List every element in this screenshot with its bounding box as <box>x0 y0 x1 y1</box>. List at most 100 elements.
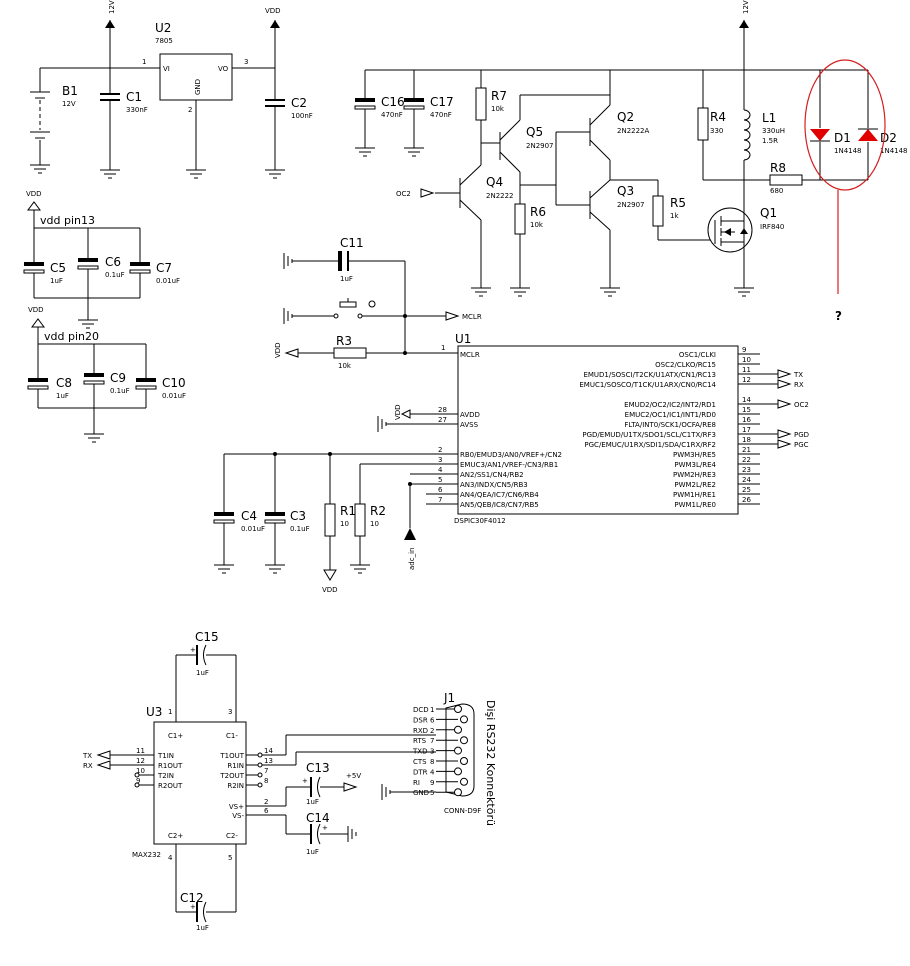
j1-pin-number: 1 <box>430 706 434 714</box>
q2-ref: Q2 <box>617 110 634 124</box>
port-5v-icon <box>343 782 358 792</box>
u1-pin-name: PGC/EMUC/U1RX/SDI1/SDA/C1RX/RF2 <box>584 441 716 449</box>
j1-pin-name: RI <box>413 779 420 787</box>
d1-value: 1N4148 <box>834 147 862 155</box>
u3-tx-label: TX <box>82 752 92 760</box>
u1-pin-number: 28 <box>438 406 447 414</box>
port-vdd-icon <box>400 409 411 419</box>
u1-pin-number: 17 <box>742 426 751 434</box>
r6-value: 10k <box>530 221 544 229</box>
power-arrow-icon <box>105 20 115 28</box>
port-tx-icon <box>96 750 111 760</box>
u3-pin-name: T1IN <box>157 752 174 760</box>
d2-value: 1N4148 <box>880 147 908 155</box>
q4-ref: Q4 <box>486 175 503 189</box>
q4-value: 2N2222 <box>486 192 514 200</box>
u1-pin-number: 14 <box>742 396 751 404</box>
u3-pin-name: R2IN <box>227 782 244 790</box>
u3-part: MAX232 <box>132 851 161 859</box>
u1-pin-number: 12 <box>742 376 751 384</box>
db9-pin-hole <box>454 788 462 797</box>
j1-ref: J1 <box>443 691 455 705</box>
c6-value: 0.1uF <box>105 271 125 279</box>
port-pgd-icon <box>777 429 792 439</box>
j1-pin-name: CTS <box>413 758 427 766</box>
pgc-net-label: PGC <box>794 441 809 449</box>
svg-text:+: + <box>322 824 328 832</box>
svg-text:+: + <box>302 777 308 785</box>
j1-pin-name: GND <box>413 789 429 797</box>
decoupling-pin20: VDD vdd pin20 C8 1uF C9 0.1uF C10 0.01uF <box>27 306 186 443</box>
u3-pin-name: T2IN <box>157 772 174 780</box>
u3-rx-label: RX <box>83 762 93 770</box>
ground-icon <box>381 784 391 800</box>
vdd-pin13-power: VDD <box>26 190 42 198</box>
vdd-r3-label: VDD <box>274 342 282 358</box>
port-vdd-icon <box>284 348 299 358</box>
u2-pin1: 1 <box>142 58 146 66</box>
c1-value: 330nF <box>126 106 148 114</box>
db9-pin-hole <box>460 757 468 765</box>
power-arrow-icon <box>27 201 41 211</box>
u1-pin-name: OSC2/CLKO/RC15 <box>655 361 716 369</box>
r4-ref: R4 <box>710 110 726 124</box>
c5-value: 1uF <box>50 277 63 285</box>
c16-ref: C16 <box>381 95 405 109</box>
u3-c1p: C1+ <box>168 732 183 740</box>
port-oc2-icon <box>420 188 435 198</box>
j1-pin-name: DCD <box>413 706 429 714</box>
u1-pin-number: 21 <box>742 446 751 454</box>
u1-pin-name: AVDD <box>460 411 480 419</box>
u2-ref: U2 <box>155 21 171 35</box>
u1-pin-number: 16 <box>742 416 751 424</box>
plus5v-label: +5V <box>346 772 361 780</box>
r1-ref: R1 <box>340 504 356 518</box>
u3-pin4: 4 <box>168 854 173 862</box>
r8-ref: R8 <box>770 161 786 175</box>
c14-value: 1uF <box>306 848 319 856</box>
u1-pin-name: EMUC2/OC1/IC1/INT1/RD0 <box>625 411 716 419</box>
u2-vi: VI <box>163 65 170 73</box>
adc-in-arrow-icon <box>404 528 416 540</box>
decoupling-pin13: VDD vdd pin13 C5 1uF C6 0.1uF C7 0.01uF <box>23 190 180 329</box>
u3-pin-number: 6 <box>264 807 269 815</box>
db9-pin-hole <box>454 767 462 776</box>
r5-ref: R5 <box>670 196 686 210</box>
u1-pin-name: RB0/EMUD3/AN0/VREF+/CN2 <box>460 451 562 459</box>
u1-pin-name: PWM2H/RE3 <box>673 471 716 479</box>
u3-pin-name: T1OUT <box>219 752 244 760</box>
u1-pin-name: EMUC3/AN1/VREF-/CN3/RB1 <box>460 461 558 469</box>
vdd-pin13-note: vdd pin13 <box>40 214 95 227</box>
u1-mcu: U1 DSPIC30F4012 MCLR AVDD28AVSS27RB0/EMU… <box>377 332 809 525</box>
ground-icon <box>355 147 375 157</box>
c7-ref: C7 <box>156 261 172 275</box>
ground-icon <box>734 287 754 297</box>
l1-ref: L1 <box>762 111 776 125</box>
j1-pin-name: DTR <box>413 768 428 776</box>
u1-pin-name: EMUD2/OC2/IC2/INT2/RD1 <box>624 401 716 409</box>
c2-ref: C2 <box>291 96 307 110</box>
u3-pin-number: 13 <box>264 757 273 765</box>
pgd-net-label: PGD <box>794 431 809 439</box>
j1-pin-number: 6 <box>430 716 435 724</box>
u2-regulator <box>159 53 233 101</box>
ground-icon <box>347 826 357 842</box>
ground-icon <box>350 564 370 574</box>
ground-icon <box>283 308 293 324</box>
l1-value2: 1.5R <box>762 137 778 145</box>
u3-pin-number: 2 <box>264 798 268 806</box>
ground-icon <box>186 169 206 179</box>
c15-ref: C15 <box>195 630 219 644</box>
u3-pin-name: VS+ <box>229 803 244 811</box>
c8-value: 1uF <box>56 392 69 400</box>
q2-value: 2N2222A <box>617 127 650 135</box>
u1-pin-number: 2 <box>438 446 442 454</box>
c14-ref: C14 <box>306 811 330 825</box>
u1-pin-name: EMUD1/SOSCI/T2CK/U1ATX/CN1/RC13 <box>583 371 716 379</box>
rx-net-label: RX <box>794 381 804 389</box>
u1-pin-name: AN4/QEA/IC7/CN6/RB4 <box>460 491 539 499</box>
j1-pin-name: TXD <box>412 748 427 756</box>
ground-icon <box>265 564 285 574</box>
u3-body <box>153 721 247 845</box>
u3-pin-name: T2OUT <box>219 772 244 780</box>
